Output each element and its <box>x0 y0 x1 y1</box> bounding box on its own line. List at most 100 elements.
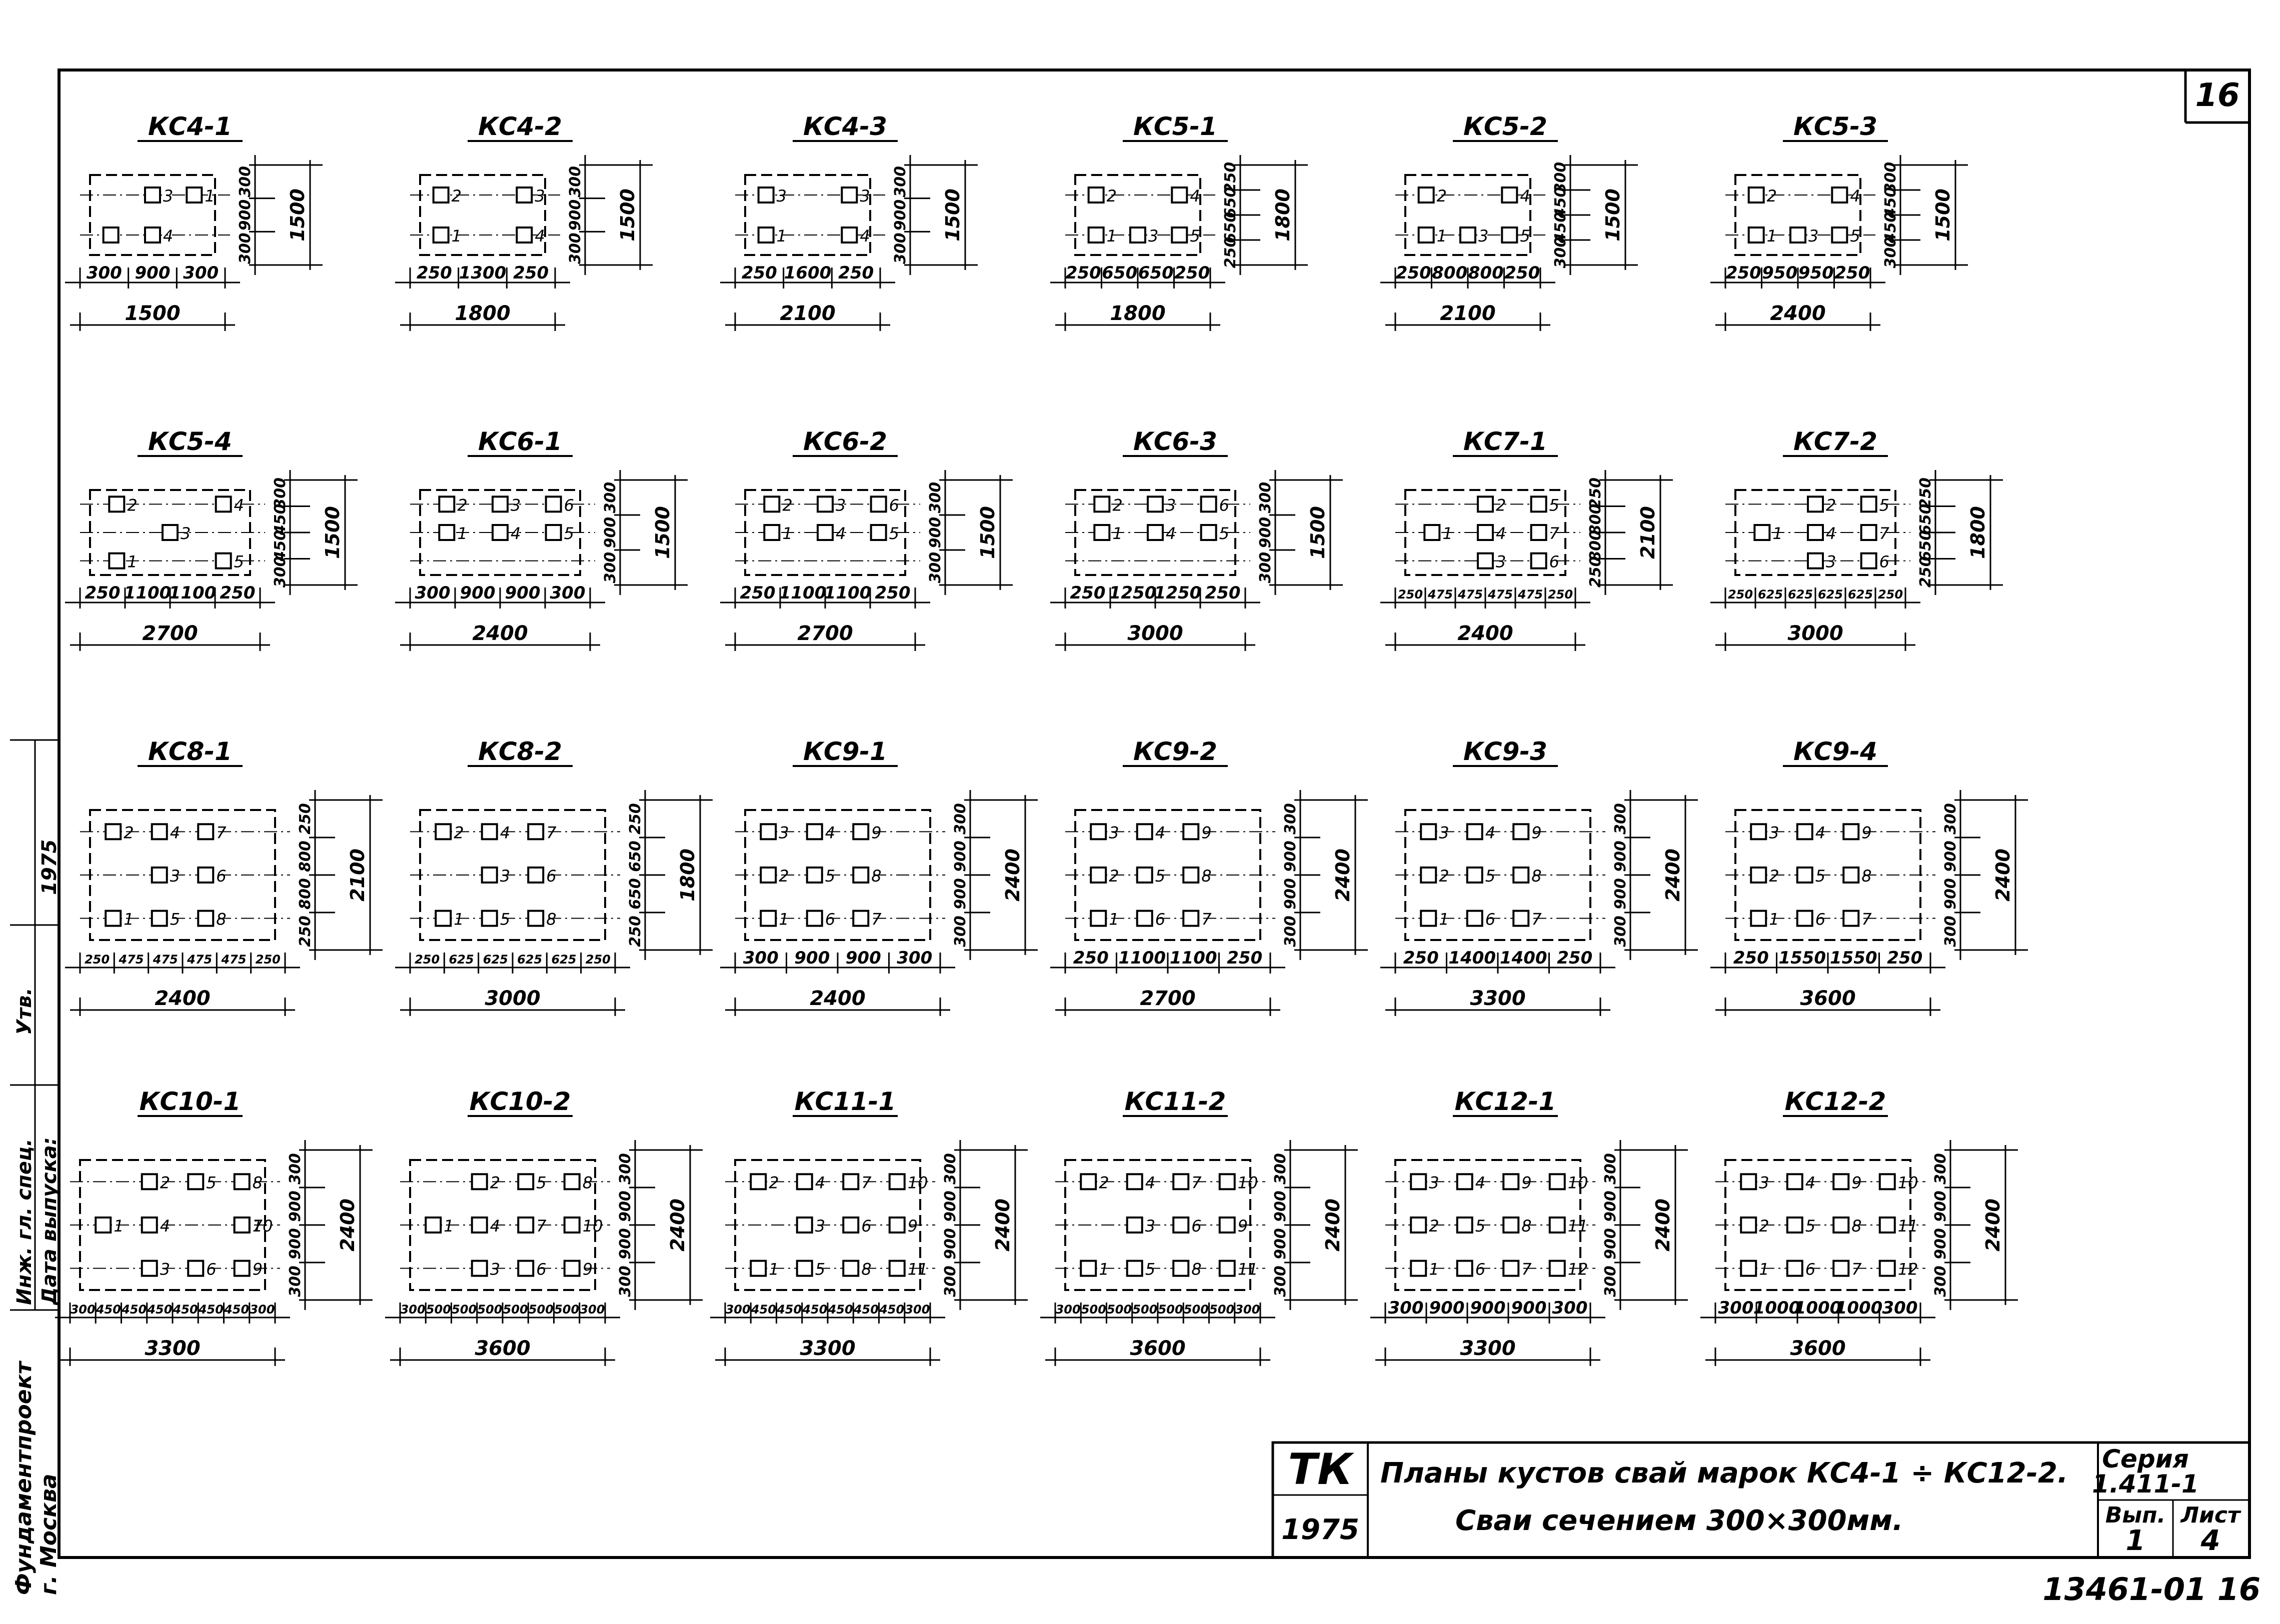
pile <box>1502 1216 1520 1234</box>
dimension-value: 250 <box>1557 948 1592 968</box>
pile-number: 1 <box>769 1260 779 1279</box>
pile <box>757 226 775 244</box>
pile-number: 5 <box>206 1173 216 1192</box>
pile-number: 5 <box>234 552 244 572</box>
pile-number: 10 <box>253 1216 273 1236</box>
pile <box>1842 910 1860 927</box>
pile <box>888 1260 906 1277</box>
dimension-value: 900 <box>1612 878 1629 910</box>
dimension-value: 300 <box>287 1153 304 1184</box>
pile <box>1420 823 1437 840</box>
pile-number: 6 <box>825 910 835 929</box>
dimension-value: 250 <box>1396 263 1431 283</box>
pile <box>1832 1173 1850 1190</box>
pile <box>517 1260 535 1277</box>
pile-number: 7 <box>1861 910 1872 929</box>
pile <box>1456 1260 1473 1277</box>
pile-number: 4 <box>1166 524 1176 543</box>
pile <box>1878 1260 1896 1277</box>
pile <box>1807 496 1824 513</box>
pile-number: 4 <box>160 1216 170 1236</box>
dimension-value: 1000 <box>1835 1298 1883 1318</box>
pile-number: 5 <box>1155 866 1165 886</box>
pile <box>1530 496 1547 513</box>
dimension-value: 300 <box>905 1302 930 1316</box>
pile <box>1740 1216 1757 1234</box>
pile-number: 4 <box>1520 186 1530 206</box>
dimension-value: 1550 <box>1778 948 1826 968</box>
pile <box>215 552 232 570</box>
dimension-value: 900 <box>1282 840 1299 872</box>
pile <box>492 524 509 541</box>
dimension-value: 625 <box>1758 588 1783 602</box>
dimension-value: 250 <box>875 583 911 603</box>
pile <box>1750 823 1767 840</box>
dimension-value: 650 <box>1102 263 1137 283</box>
dimension-value: 800 <box>1587 530 1604 562</box>
pile-number: 4 <box>511 524 521 543</box>
pile-number: 3 <box>500 866 510 886</box>
pile <box>233 1173 251 1190</box>
pile-number: 11 <box>1238 1260 1258 1279</box>
pile-number: 2 <box>160 1173 170 1192</box>
dimension-value: 475 <box>1457 588 1483 602</box>
pile-number: 7 <box>546 823 557 842</box>
pile-number: 2 <box>779 866 789 886</box>
dimension-value: 450 <box>828 1302 853 1316</box>
overall-dimension: 2400 <box>1322 1198 1344 1252</box>
dimension-value: 900 <box>942 1190 959 1222</box>
dimension-value: 300 <box>1257 482 1274 514</box>
pile <box>1878 1173 1896 1190</box>
pile <box>1423 524 1441 541</box>
pile <box>852 866 870 884</box>
plan-title: КС6-3 <box>1133 427 1217 456</box>
overall-dimension: 2400 <box>810 987 865 1010</box>
dimension-value: 300 <box>1272 1266 1289 1297</box>
pile-number: 3 <box>1496 552 1506 572</box>
dimension-value: 250 <box>417 263 452 283</box>
plan-title: КС5-4 <box>148 427 232 456</box>
dimension-value: 250 <box>1227 948 1262 968</box>
pile <box>432 186 450 204</box>
pile-number: 11 <box>908 1260 928 1279</box>
plan-title: КС5-1 <box>1133 112 1217 141</box>
pile <box>1090 866 1107 884</box>
pile <box>842 1173 860 1190</box>
dimension-value: 300 <box>1932 1266 1949 1297</box>
cap-outline <box>1074 174 1201 256</box>
overall-dimension: 3000 <box>1127 622 1183 645</box>
dimension-value: 250 <box>1174 263 1210 283</box>
pile-number: 6 <box>1155 910 1165 929</box>
pile-number: 4 <box>1190 186 1200 206</box>
pile <box>516 186 533 204</box>
pile <box>563 1260 581 1277</box>
sheet-frame <box>58 68 2251 1559</box>
pile <box>1750 866 1767 884</box>
overall-dimension: 1500 <box>617 188 639 242</box>
dimension-value: 250 <box>838 263 874 283</box>
pile-number: 2 <box>490 1173 500 1192</box>
pile-number: 10 <box>1238 1173 1258 1192</box>
pile <box>563 1216 581 1234</box>
dimension-value: 300 <box>1552 1298 1588 1318</box>
overall-dimension: 2400 <box>667 1198 689 1252</box>
pile <box>481 823 498 840</box>
dimension-value: 450 <box>198 1302 224 1316</box>
dimension-value: 475 <box>118 952 144 966</box>
pile <box>197 823 215 840</box>
pile <box>1136 823 1153 840</box>
pile <box>1466 823 1483 840</box>
pile <box>817 496 834 513</box>
plan-title: КС12-2 <box>1785 1087 1886 1116</box>
dimension-value: 500 <box>1158 1302 1183 1316</box>
dimension-value: 900 <box>135 263 171 283</box>
stamp-row-value-2: 1975 <box>38 840 61 895</box>
plan-title: КС10-1 <box>140 1087 241 1116</box>
pile-number: 7 <box>861 1173 872 1192</box>
dimension-value: 475 <box>1427 588 1453 602</box>
dimension-value: 900 <box>1942 878 1959 910</box>
